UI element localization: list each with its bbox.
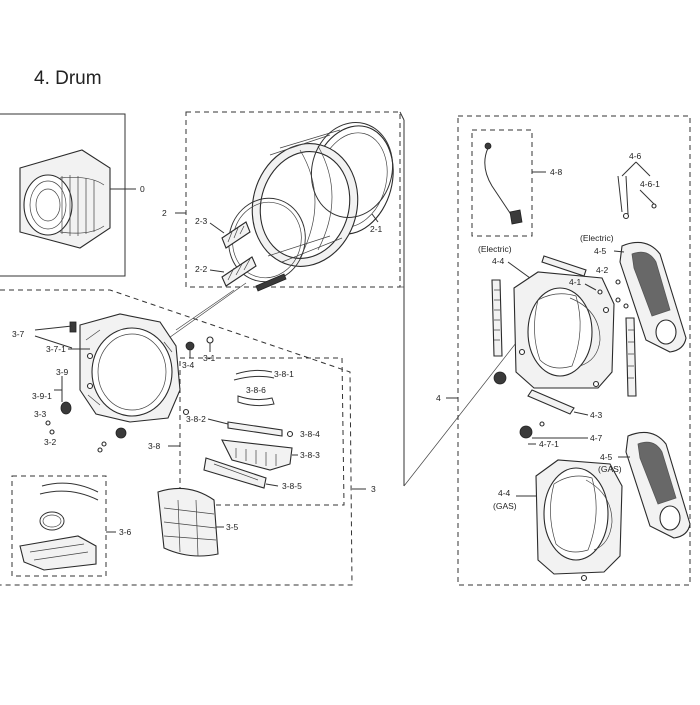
assembly-3: 3 3-7 3-7-1 3-4 3-1 3-9 3-9-1 3-3 (0, 289, 376, 586)
label-2-1: 2-1 (370, 224, 383, 234)
screw-3-3 (45, 420, 51, 426)
label-3-8-1: 3-8-1 (274, 369, 294, 379)
label-3-8-3: 3-8-3 (300, 450, 320, 460)
label-4-2: 4-2 (596, 265, 609, 275)
assembly-0-frame (0, 113, 126, 277)
label-3-8: 3-8 (148, 441, 161, 451)
drum-cylinder (251, 125, 394, 267)
label-3-9-1: 3-9-1 (32, 391, 52, 401)
gasket-3-6b (39, 511, 65, 531)
side-strip-left (491, 279, 503, 357)
assembly-0-drum (19, 149, 111, 249)
label-4-3: 4-3 (590, 410, 603, 420)
roller-4-7 (519, 425, 533, 439)
drum-lifter-lower (221, 256, 257, 287)
wire-3-8-1 (235, 369, 273, 375)
assembly-3-8-frame (179, 357, 345, 506)
label-4: 4 (436, 393, 441, 403)
bolt-3-1 (206, 336, 214, 344)
label-4-6: 4-6 (629, 151, 642, 161)
front-ring (228, 197, 306, 283)
label-3-4: 3-4 (182, 360, 195, 370)
filter-housing-3-8-3 (221, 439, 293, 471)
label-2: 2 (162, 208, 167, 218)
assembly-4: 4 4-8 4-6 4-6-1 (Electric) (Electric) 4-… (436, 115, 691, 586)
label-4-6-1: 4-6-1 (640, 179, 660, 189)
label-electric-right: (Electric) (580, 233, 614, 243)
label-4-7: 4-7 (590, 433, 603, 443)
drum-lifter-strip (255, 273, 287, 292)
label-3-3: 3-3 (34, 409, 47, 419)
label-0: 0 (140, 184, 145, 194)
duct-cover-3-6 (19, 535, 97, 571)
label-4-4: 4-4 (492, 256, 505, 266)
bracket-4-3 (527, 389, 575, 415)
bar-3-8-2 (227, 421, 283, 437)
label-2-3: 2-3 (195, 216, 208, 226)
label-4-7-1: 4-7-1 (539, 439, 559, 449)
label-3-2: 3-2 (44, 437, 57, 447)
heater-gas (625, 431, 691, 539)
label-gas-right: (GAS) (598, 464, 622, 474)
rear-frame-gas (535, 459, 623, 582)
label-4-4-gas: 4-4 (498, 488, 511, 498)
label-4-5-gas: 4-5 (600, 452, 613, 462)
bearing-3-4 (185, 341, 195, 351)
label-3-8-2: 3-8-2 (186, 414, 206, 424)
label-2-2: 2-2 (195, 264, 208, 274)
label-3-6: 3-6 (119, 527, 132, 537)
wire-harness-4-8 (484, 147, 513, 217)
assembly-2: 2 2-3 2-2 2-1 (162, 111, 401, 341)
label-4-8: 4-8 (550, 167, 563, 177)
label-electric-left: (Electric) (478, 244, 512, 254)
label-3-9: 3-9 (56, 367, 69, 377)
assembly-4-frame (457, 115, 691, 586)
roller-3-9 (60, 401, 72, 415)
rear-frame-electric (513, 271, 615, 389)
sensor-3-8-6 (237, 395, 275, 407)
label-3-8-5: 3-8-5 (282, 481, 302, 491)
assembly-3-6-frame (11, 475, 107, 577)
label-3-7: 3-7 (12, 329, 25, 339)
label-3-8-4: 3-8-4 (300, 429, 320, 439)
clip-4-6 (617, 175, 629, 215)
assembly-3-frame (0, 289, 353, 586)
label-3-8-6: 3-8-6 (246, 385, 266, 395)
rear-ring (310, 121, 394, 219)
label-3-7-1: 3-7-1 (46, 344, 66, 354)
label-3-5: 3-5 (226, 522, 239, 532)
roller-rear (493, 371, 507, 385)
heater-electric (619, 241, 687, 353)
label-4-5: 4-5 (594, 246, 607, 256)
top-strip (541, 255, 587, 277)
label-gas-left: (GAS) (493, 501, 517, 511)
assembly-4-8-frame (471, 129, 533, 237)
page-title: 4. Drum (34, 68, 102, 89)
gasket-3-6a (41, 482, 99, 493)
side-strip-right (625, 317, 637, 397)
assembly-0: 0 (0, 113, 145, 277)
duct-3-8-5 (203, 457, 267, 489)
label-3: 3 (371, 484, 376, 494)
front-panel (69, 313, 190, 423)
label-4-1: 4-1 (569, 277, 582, 287)
lint-filter-3-5 (157, 487, 219, 557)
